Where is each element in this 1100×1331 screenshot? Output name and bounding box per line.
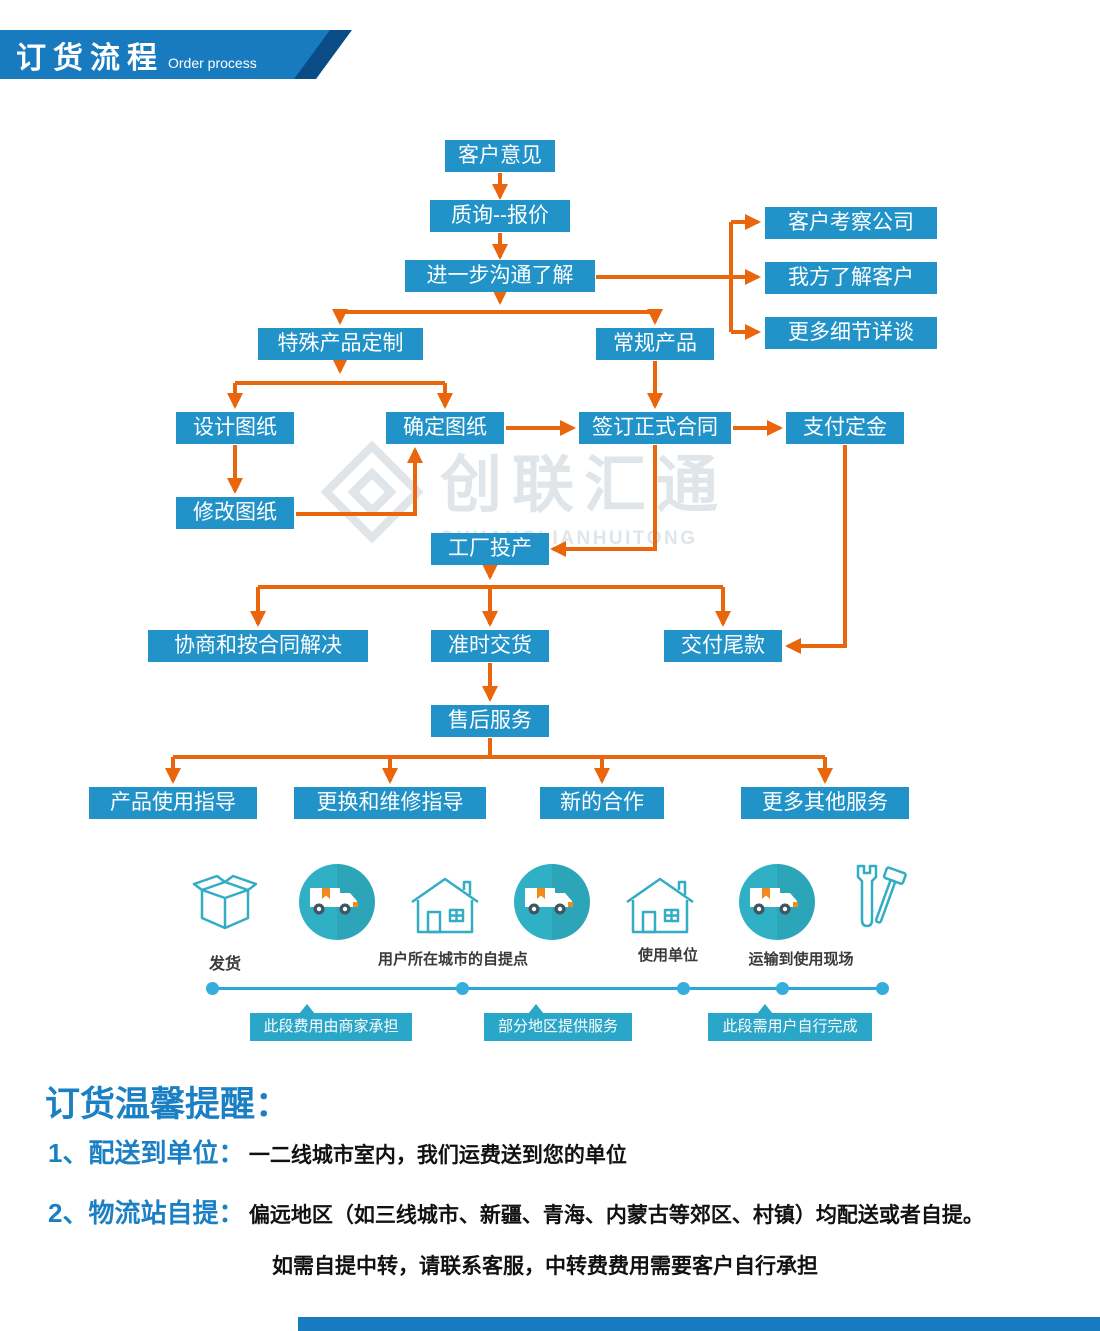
notice-item-3: 如需自提中转，请联系客服，中转费费用需要客户自行承担 — [272, 1250, 818, 1280]
brand-name-cn: 创联汇通 — [440, 451, 729, 520]
notice-item-1: 1、配送到单位： 一二线城市室内，我们运费送到您的单位 — [48, 1133, 627, 1170]
page-title: 订货流程 — [16, 41, 164, 75]
delivery-truck-icon-2 — [514, 864, 590, 940]
delivery-truck-icon-3 — [739, 864, 815, 940]
tools-icon — [856, 864, 907, 928]
flow-node-negotiate-per-contract: 协商和按合同解决 — [148, 630, 368, 662]
notice-item-2: 2、物流站自提： 偏远地区（如三线城市、新疆、青海、内蒙古等郊区、村镇）均配送或… — [48, 1193, 984, 1230]
notice-item-3-text: 如需自提中转，请联系客服，中转费费用需要客户自行承担 — [272, 1255, 818, 1278]
flow-node-on-time-delivery: 准时交货 — [431, 630, 549, 662]
notice-item-1-head: 1、配送到单位： — [48, 1138, 245, 1168]
flow-node-new-cooperation: 新的合作 — [540, 787, 664, 819]
flow-node-replacement-repair-guidance: 更换和维修指导 — [294, 787, 486, 819]
timeline-dot — [677, 982, 690, 995]
house-icon-2 — [626, 877, 694, 934]
house-icon-1 — [411, 877, 479, 934]
timeline-dot — [456, 982, 469, 995]
logistics-label-shipping: 发货 — [208, 956, 241, 973]
flow-node-customer-feedback: 客户意见 — [445, 140, 555, 172]
timeline-flag-merchant-pays: 此段费用由商家承担 — [250, 1004, 412, 1041]
flow-node-product-usage-guidance: 产品使用指导 — [89, 787, 257, 819]
flow-node-more-other-services: 更多其他服务 — [741, 787, 909, 819]
brand-logo-icon — [320, 440, 424, 544]
flow-node-modify-drawing: 修改图纸 — [176, 497, 294, 529]
timeline-flag-partial-service: 部分地区提供服务 — [484, 1004, 632, 1041]
shipping-box-icon — [192, 874, 258, 930]
delivery-truck-icon-1 — [299, 864, 375, 940]
flow-node-pay-deposit: 支付定金 — [786, 412, 904, 444]
timeline-dot — [876, 982, 889, 995]
timeline-flag-user-completes: 此段需用户自行完成 — [708, 1004, 872, 1041]
timeline-dot — [776, 982, 789, 995]
flow-node-client-visit-company: 客户考察公司 — [765, 207, 937, 239]
header-ribbon: 订货流程 Order process — [0, 30, 330, 79]
logistics-label-transport-to-site: 运输到使用现场 — [748, 951, 854, 968]
flow-node-sign-contract: 签订正式合同 — [579, 412, 731, 444]
flow-node-further-communication: 进一步沟通了解 — [405, 260, 595, 292]
notice-item-1-text: 一二线城市室内，我们运费送到您的单位 — [248, 1144, 627, 1167]
flow-node-after-sales-service: 售后服务 — [431, 705, 549, 737]
timeline-dot — [206, 982, 219, 995]
timeline-track — [210, 987, 884, 990]
notice-item-2-text: 偏远地区（如三线城市、新疆、青海、内蒙古等郊区、村镇）均配送或者自提。 — [248, 1204, 984, 1227]
flow-node-pay-balance: 交付尾款 — [664, 630, 782, 662]
next-section-bar — [298, 1317, 1100, 1331]
flow-node-confirm-drawing: 确定图纸 — [386, 412, 504, 444]
flow-node-design-drawing: 设计图纸 — [176, 412, 294, 444]
flow-node-factory-production: 工厂投产 — [431, 533, 549, 565]
logistics-label-using-unit: 使用单位 — [637, 947, 698, 964]
flow-node-more-details-discussion: 更多细节详谈 — [765, 317, 937, 349]
flow-node-we-understand-client: 我方了解客户 — [765, 262, 937, 294]
notice-item-2-head: 2、物流站自提： — [48, 1198, 245, 1228]
notice-title: 订货温馨提醒： — [45, 1085, 291, 1124]
logistics-label-city-pickup-point: 用户所在城市的自提点 — [377, 951, 528, 968]
flow-node-special-product-customization: 特殊产品定制 — [258, 328, 423, 360]
flow-node-inquiry-quote: 质询--报价 — [430, 200, 570, 232]
page-subtitle: Order process — [168, 54, 257, 71]
flow-node-regular-product: 常规产品 — [596, 328, 714, 360]
